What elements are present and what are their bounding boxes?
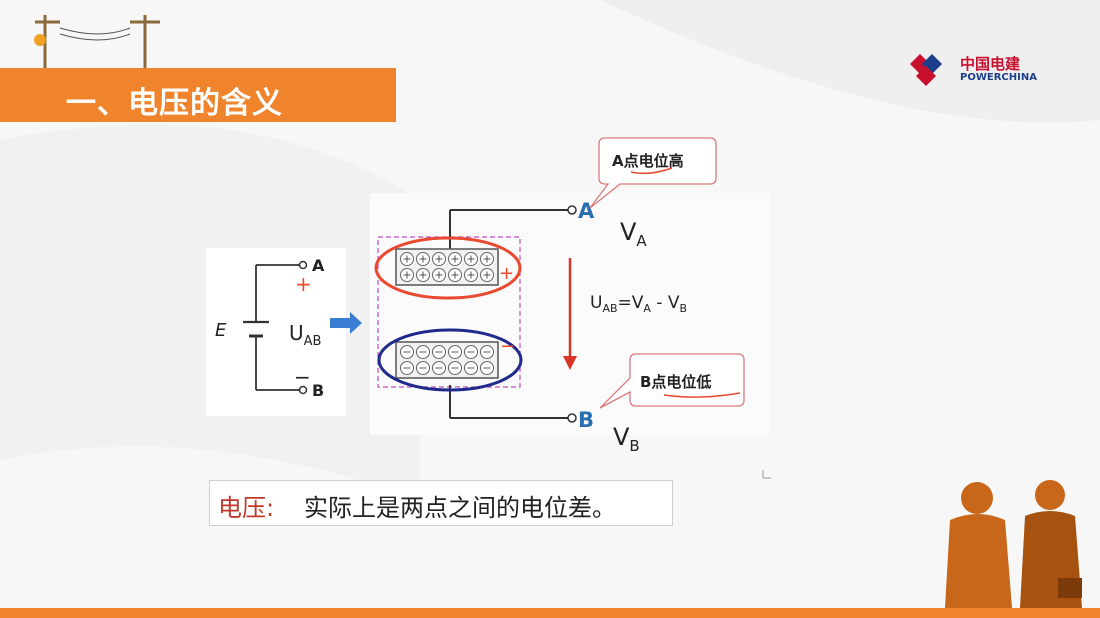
terminal-a: A	[578, 199, 595, 223]
terminal-b-dot-left	[298, 385, 308, 395]
slide-title: 一、电压的含义	[66, 86, 283, 121]
corner-mark	[762, 470, 771, 479]
battery-label: E	[215, 320, 227, 341]
terminal-b-dot	[567, 413, 577, 423]
voltage-equation: UAB=VA - VB	[590, 293, 687, 315]
callout-b-bubble	[599, 353, 745, 409]
definition-term: 电压:	[218, 494, 275, 522]
positive-plate	[395, 248, 499, 286]
callout-a-text: A点电位高	[612, 152, 684, 170]
callout-a-underline	[630, 167, 673, 175]
red-oval	[374, 236, 522, 300]
left-terminal-a: A	[312, 256, 325, 275]
definition-box	[209, 480, 673, 526]
blue-oval	[377, 328, 523, 392]
powerchina-logo-icon	[910, 54, 942, 86]
blue-arrow-icon	[330, 312, 362, 334]
left-terminal-b: B	[312, 381, 324, 400]
left-voltage-label: UAB	[289, 321, 321, 349]
positive-charges	[400, 252, 494, 282]
left-circuit-panel	[206, 248, 346, 416]
negative-charges	[400, 345, 494, 375]
bottom-strip	[0, 608, 1100, 618]
worker-icon	[34, 34, 46, 46]
negative-plate	[395, 341, 499, 379]
terminal-b: B	[578, 408, 594, 432]
red-arrow-icon	[563, 356, 577, 370]
plate-plus-sign: +	[499, 263, 514, 284]
left-minus-sign: −	[294, 365, 311, 389]
title-bar	[0, 68, 396, 122]
potential-va: VA	[620, 218, 647, 250]
battery-circuit	[243, 264, 300, 391]
terminal-a-dot-left	[298, 260, 308, 270]
definition-body: 实际上是两点之间的电位差。	[304, 494, 616, 522]
logo-name-cn: 中国电建	[960, 55, 1021, 73]
plate-minus-sign: −	[500, 336, 515, 357]
potential-vb: VB	[613, 423, 640, 455]
logo-name-en: POWERCHINA	[960, 72, 1037, 83]
terminal-a-dot	[567, 205, 577, 215]
callout-b-underline	[663, 392, 741, 398]
capacitor-wires	[449, 209, 568, 419]
callout-b-text: B点电位低	[640, 373, 711, 391]
left-plus-sign: +	[295, 272, 312, 296]
workers-silhouette	[945, 480, 1082, 608]
utility-pole-illustration	[35, 15, 160, 68]
